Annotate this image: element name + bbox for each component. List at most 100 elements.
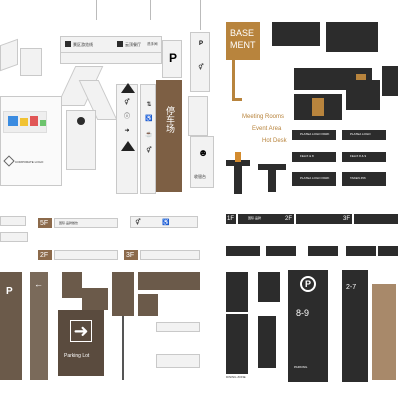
t-sign [268,164,276,192]
cashier-sign: ☻ 收银台 [190,136,214,188]
meeting-rooms-text: Meeting Rooms [242,114,285,120]
directory-board [382,66,398,96]
divider [61,52,161,53]
floor-plan-board: CORPORATE LOGO [0,96,62,186]
floor-label: 2F [285,216,293,222]
list-board: FELIX 8 & 9 [342,152,386,162]
warning-triangle-icon [121,83,135,93]
cafe-icon: ☕ [145,132,153,138]
top-left-signage-set: 景区游览线 云顶餐厅 洗手间 CORPORATE LOGO ⚥ ⓘ ➜ ⇅ ♿ … [0,0,220,200]
floor-badge: 3F [124,250,138,260]
floor-badge: 3F [342,214,352,224]
event-area-text: Event Area [252,126,282,132]
hanging-strip [354,214,398,224]
hanging-directory-board: 景区游览线 云顶餐厅 洗手间 [60,36,162,64]
arrow-left-icon [65,41,71,47]
arrow-icon: ➜ [124,128,130,134]
directory-board [326,22,378,52]
hanger-wire [150,0,151,20]
hanging-strip [378,246,398,256]
hanger-wire [96,0,97,20]
list-row: PLATEA LOGO PARK [300,132,330,136]
basement-line-2: MENT [230,40,256,50]
bottom-right-signage-set: P 8-9 PARKING 2-7 DINING ZONE [222,270,400,400]
basement-line-1: BASE [230,28,255,38]
arrow-right-icon: ➜ [70,320,92,342]
standing-pillar: P [0,272,22,380]
info-totem [372,284,396,380]
list-board: PLATEA LOGO PARK [292,172,336,186]
icon-panel [156,322,200,332]
hanging-strip [308,246,338,256]
range-label: 8-9 [296,308,310,318]
range-label: 2-7 [346,284,357,291]
parking-board: ➜ Parking Lot [58,310,104,376]
board-label-1: 景区游览线 [73,42,93,47]
totem [226,272,248,312]
hanging-cube-sign [0,38,18,72]
toilet-icon: ⚥ [135,220,141,226]
list-board: PLATEA LOGO PARK [292,130,336,140]
parking-lot-label: Parking Lot [64,353,90,359]
sign-post [112,272,134,316]
hanging-strip: 国际·品牌 [238,214,286,224]
floor-label: 1F [227,216,235,222]
sign-post-pole [122,316,124,380]
arrow-path [232,60,235,100]
parking-icon: P [168,51,177,65]
directory-board [272,22,320,46]
pillar-sign-icons: ⇅ ♿ ☕ ⚥ [140,84,156,194]
icon-panel [156,354,200,368]
toilet-icon-box [312,98,324,116]
toilet-icon: ⚥ [198,65,204,71]
t-sign [234,160,242,194]
person-icon: ♿ [145,116,153,122]
person-icon: ☻ [197,148,209,159]
floor-badge: 2F [284,214,294,224]
hall-label: DINING ZONE [226,375,246,379]
hanging-strip [226,246,260,256]
row-text: 国际·品牌餐饮 [59,221,78,225]
arrow-icon: ← [34,279,43,289]
sign-post [138,294,158,316]
sign-post [138,272,200,290]
arrow-icon [356,74,366,82]
cashier-label: 收银台 [194,174,206,179]
standing-sign [66,110,96,170]
floor-badge: 2F [38,250,52,260]
hanging-strip [346,246,376,256]
pillar-sign-icons: ⚥ ⓘ ➜ [116,83,138,194]
floor-badge: 5F [38,218,52,228]
hanging-strip [266,246,296,256]
floor-badge: 1F [226,214,236,224]
hanging-strip: 国际·品牌餐饮 [54,218,118,228]
parking-letter: P [305,279,312,289]
parking-circle [300,276,316,292]
hanger-wire [200,0,201,30]
list-board: PLATEA LOGO [342,130,386,140]
bottom-left-signage-set: P ← ➜ Parking Lot [0,270,220,400]
hanging-cube-sign [20,48,42,76]
standing-pillar: ← [30,272,48,380]
mid-left-signage-set: 5F 国际·品牌餐饮 ⚥ ♿ 2F 3F [0,200,220,270]
totem [226,314,248,374]
hanging-strip [296,214,346,224]
person-icon [235,152,241,162]
arrow-path [232,98,242,101]
warning-triangle-icon [121,141,135,151]
floor-label: 2F [40,252,49,259]
arrow-icon [117,41,123,47]
parking-icon: P [198,41,203,47]
info-totem: 2-7 [342,270,368,382]
directory-board [294,94,342,120]
parking-pillar: 停车场 [156,80,182,192]
list-board: FELIX & 8 [292,152,336,162]
small-totem [82,288,108,310]
hot-desk-text: Hot Desk [262,138,287,144]
list-row: PLATEA LOGO PARK [300,176,330,180]
toilet-icon: ⚥ [124,100,130,106]
list-board: TAKEN 456 [342,172,386,186]
basement-sign: BASE MENT [226,22,260,60]
vertical-blade-sign [188,96,208,136]
hanging-p-sign: P [162,40,182,78]
